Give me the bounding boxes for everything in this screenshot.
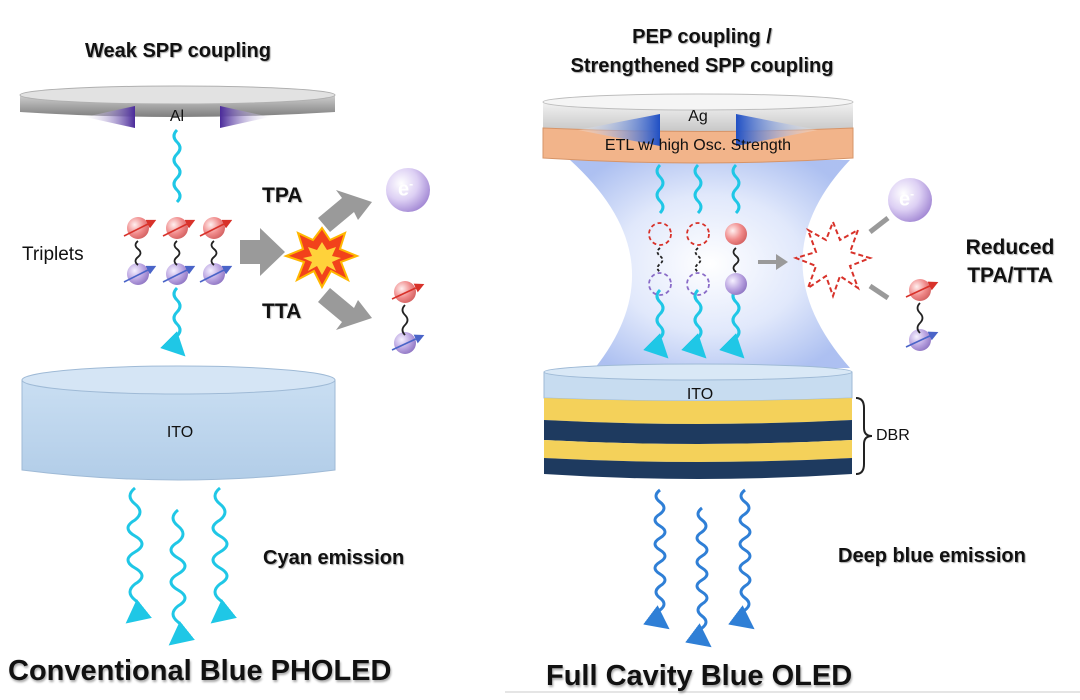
right-title-line2: Strengthened SPP coupling	[570, 55, 834, 77]
electron-label: e-	[398, 177, 414, 201]
left-title: Weak SPP coupling	[85, 40, 271, 62]
al-electrode	[19, 85, 336, 117]
reduced-label-line1: Reduced	[965, 236, 1055, 259]
cyan-emission-label: Cyan emission	[263, 547, 405, 569]
right-title-line1: PEP coupling /	[632, 26, 772, 48]
ito-substrate	[21, 365, 336, 481]
tta-label: TTA	[262, 300, 302, 323]
deep-blue-emission-label: Deep blue emission	[838, 545, 1026, 567]
surface-plasmon-right	[220, 106, 270, 128]
gray-arrow-right	[240, 228, 285, 276]
triplet-pair	[725, 223, 747, 295]
dbr-label: DBR	[876, 427, 910, 444]
electron-icon	[386, 168, 430, 212]
right-device-title: Full Cavity Blue OLED	[546, 660, 853, 692]
electron-label: e-	[899, 187, 915, 211]
surface-plasmon-left	[85, 106, 135, 128]
triplets-label: Triplets	[22, 244, 84, 265]
coupling-wave	[160, 286, 186, 357]
coupling-waves	[643, 163, 745, 359]
left-device-title: Conventional Blue PHOLED	[8, 655, 392, 687]
cyan-emission-waves	[125, 486, 237, 646]
ito-label: ITO	[686, 386, 714, 403]
al-label: Al	[169, 108, 185, 125]
dbr-brace	[855, 397, 873, 475]
etl-label: ETL w/ high Osc. Strength	[604, 137, 792, 154]
gray-arrow-down-left	[318, 190, 372, 232]
reduced-burst-icon	[792, 219, 874, 300]
microcavity-field	[570, 160, 850, 368]
gray-arrow-right	[758, 254, 788, 270]
deep-blue-emission-waves	[643, 488, 755, 648]
gray-arrow	[868, 216, 890, 234]
gray-arrow-up-left	[318, 288, 372, 330]
electron-icon	[888, 178, 932, 222]
surface-plasmon-left	[578, 114, 660, 146]
triplet-pair	[391, 281, 425, 354]
ito-dbr-stack	[543, 363, 853, 479]
triplet-pairs	[123, 217, 233, 285]
suppressed-triplets	[648, 222, 710, 296]
coupling-wave	[172, 128, 182, 204]
surface-plasmon-right	[736, 114, 818, 146]
ag-label: Ag	[688, 108, 708, 125]
tpa-label: TPA	[262, 184, 303, 207]
ito-label: ITO	[166, 424, 194, 441]
triplet-pair	[905, 279, 939, 351]
gray-arrow	[868, 283, 890, 301]
reduced-label-line2: TPA/TTA	[967, 264, 1053, 287]
